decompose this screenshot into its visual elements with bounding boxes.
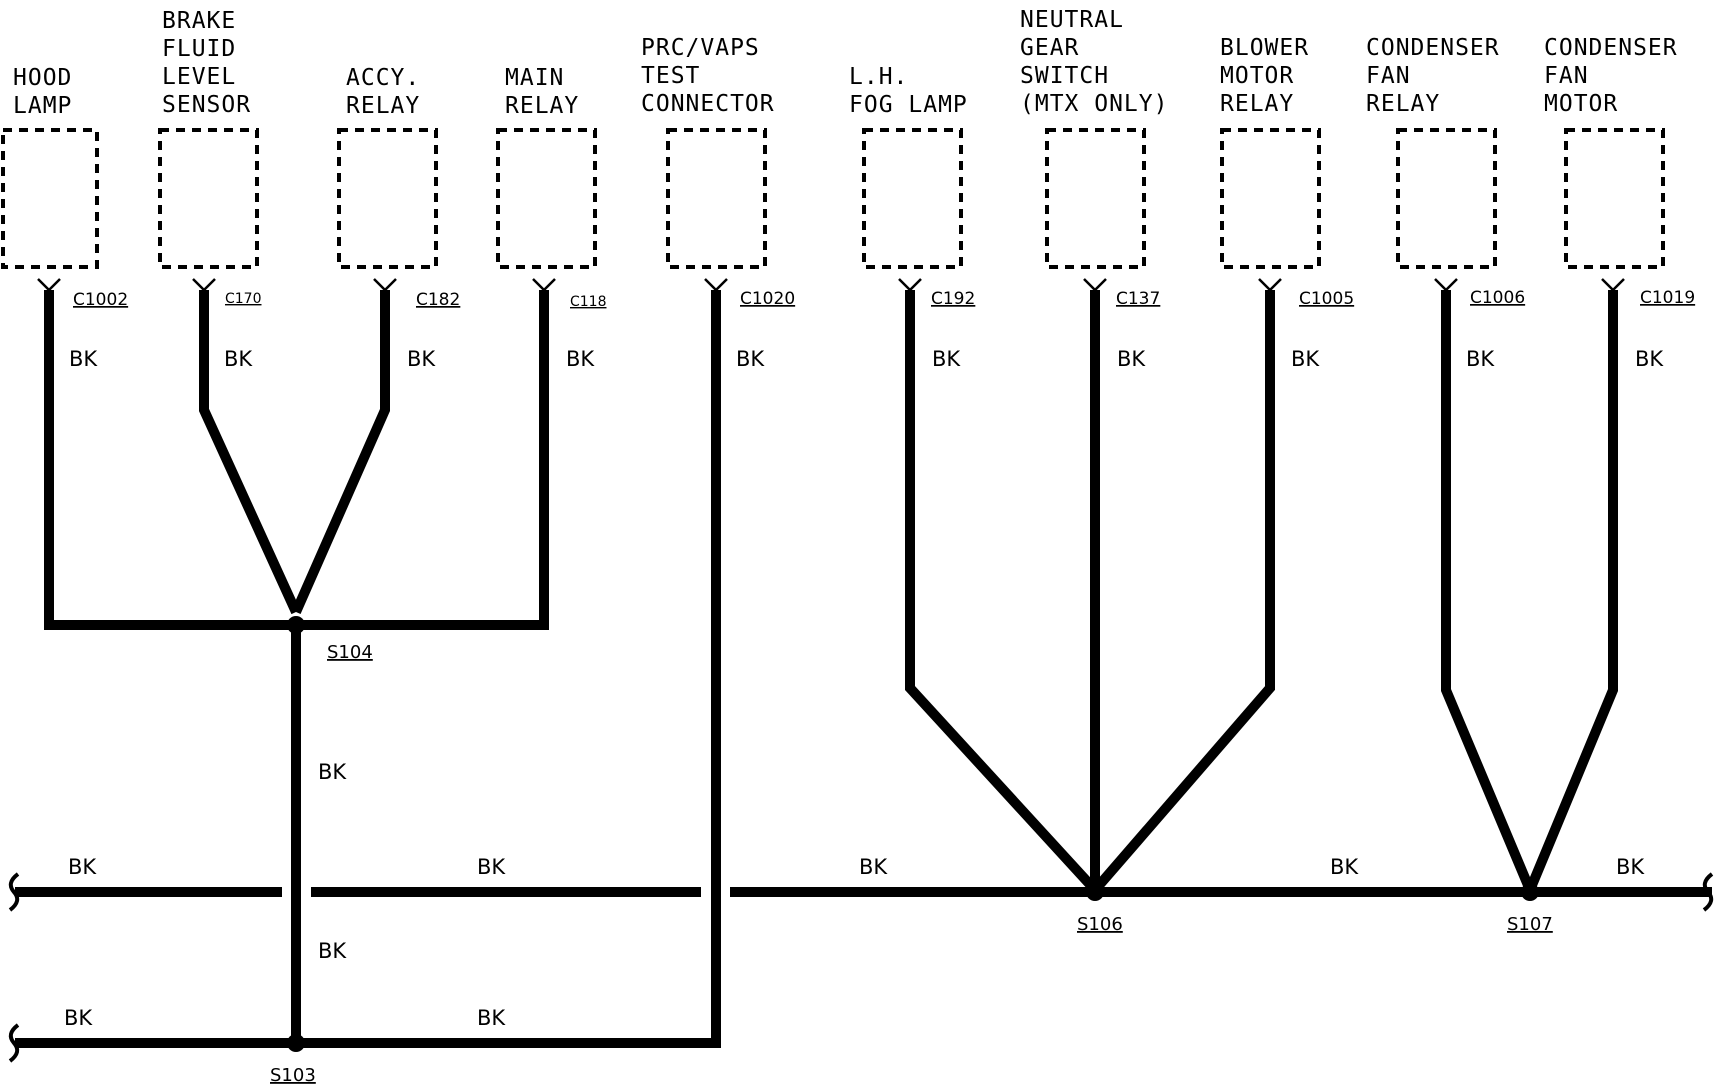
wire-color-label: BK: [318, 760, 347, 784]
wire-color-label: BK: [932, 347, 961, 371]
splice-s107-label: S107: [1507, 914, 1553, 935]
fog-terminal: [898, 278, 922, 292]
wire-color-label: BK: [407, 347, 436, 371]
wire-cfrelay: [1441, 290, 1535, 892]
connector-c1020: C1020: [740, 289, 795, 309]
wire-hood: [44, 290, 296, 630]
hood-lamp-box: [1, 128, 99, 269]
wire-blower: [1091, 290, 1275, 894]
cfrelay-terminal: [1434, 278, 1458, 292]
blower-label: BLOWER MOTOR RELAY: [1220, 35, 1324, 117]
accy-label: ACCY. RELAY: [346, 65, 435, 119]
splice-s104-dot: [287, 616, 305, 634]
hood-terminal: [37, 278, 61, 292]
condenser-fan-motor-box: [1564, 128, 1665, 269]
connector-c1005: C1005: [1299, 289, 1354, 309]
prc-label: PRC/VAPS TEST CONNECTOR: [641, 35, 775, 117]
wire-prc: [296, 290, 721, 1048]
condenser-fan-relay-box: [1396, 128, 1497, 269]
cfmotor-terminal: [1601, 278, 1625, 292]
wire-color-label: BK: [1117, 347, 1146, 371]
wire-color-label: BK: [1291, 347, 1320, 371]
splice-s104-label: S104: [327, 642, 373, 663]
blower-terminal: [1258, 278, 1282, 292]
connector-c1019: C1019: [1640, 288, 1695, 308]
wire-main: [296, 290, 549, 630]
hood-label: HOOD LAMP: [13, 65, 87, 119]
wire-color-label: BK: [1330, 855, 1359, 879]
wire-color-label: BK: [318, 939, 347, 963]
wire-color-label: BK: [1616, 855, 1645, 879]
cfrelay-label: CONDENSER FAN RELAY: [1366, 35, 1514, 117]
wire-color-label: BK: [224, 347, 253, 371]
wire-break-left-lower: [8, 1023, 20, 1063]
wire-break-left-upper: [8, 872, 20, 912]
wire-cfmotor: [1525, 290, 1618, 892]
wire-color-label: BK: [1635, 347, 1664, 371]
neutral-label: NEUTRAL GEAR SWITCH (MTX ONLY): [1020, 7, 1168, 117]
wire-color-label: BK: [69, 347, 98, 371]
wire-color-label: BK: [477, 855, 506, 879]
splice-s103-label: S103: [270, 1065, 316, 1086]
cfmotor-label: CONDENSER FAN MOTOR: [1544, 35, 1692, 117]
prc-vaps-test-connector-box: [666, 128, 767, 269]
wire-break-right: [1702, 872, 1714, 912]
wire-fog: [905, 290, 1099, 894]
wire-color-label: BK: [736, 347, 765, 371]
prc-terminal: [704, 278, 728, 292]
wire-accy: [291, 290, 390, 615]
brake-label: BRAKE FLUID LEVEL SENSOR: [162, 8, 251, 118]
main-label: MAIN RELAY: [505, 65, 579, 119]
connector-c1006: C1006: [1470, 288, 1525, 308]
lh-fog-lamp-box: [862, 128, 963, 269]
splice-s106-dot: [1086, 883, 1104, 901]
connector-c170: C170: [225, 291, 262, 307]
splice-s103-dot: [287, 1034, 305, 1052]
connector-c137: C137: [1116, 289, 1160, 309]
accy-relay-box: [337, 128, 438, 269]
wire-color-label: BK: [566, 347, 595, 371]
wire-color-label: BK: [477, 1006, 506, 1030]
connector-c118: C118: [570, 294, 607, 310]
connector-c1002: C1002: [73, 290, 128, 310]
brake-fluid-sensor-box: [158, 128, 259, 269]
wire-color-label: BK: [1466, 347, 1495, 371]
splice-s106-label: S106: [1077, 914, 1123, 935]
neutral-terminal: [1083, 278, 1107, 292]
wire-color-label: BK: [859, 855, 888, 879]
connector-c182: C182: [416, 290, 460, 310]
main-relay-box: [496, 128, 597, 269]
wire-color-label: BK: [68, 855, 97, 879]
brake-terminal: [192, 278, 216, 292]
accy-terminal: [373, 278, 397, 292]
blower-motor-relay-box: [1220, 128, 1321, 269]
fog-label: L.H. FOG LAMP: [849, 64, 968, 118]
splice-s107-dot: [1521, 883, 1539, 901]
connector-c192: C192: [931, 289, 975, 309]
wire-color-label: BK: [64, 1006, 93, 1030]
main-terminal: [532, 278, 556, 292]
neutral-gear-switch-box: [1045, 128, 1146, 269]
wire-brake: [199, 290, 301, 615]
